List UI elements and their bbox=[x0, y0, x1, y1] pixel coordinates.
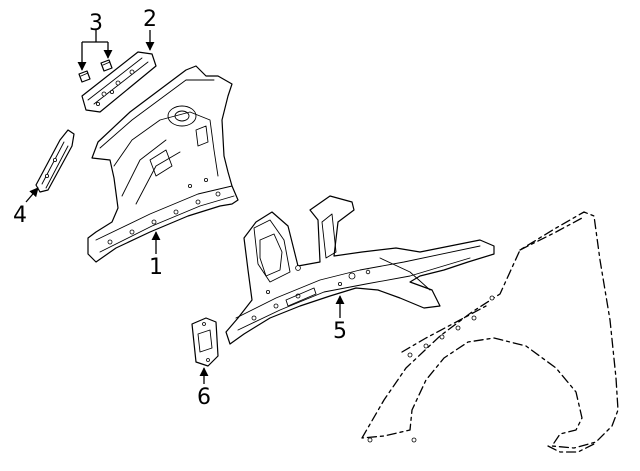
callout-5: 5 bbox=[333, 319, 347, 344]
callout-4: 4 bbox=[13, 203, 27, 228]
leader-lines bbox=[25, 30, 345, 384]
part-5-rail-assembly[interactable] bbox=[225, 195, 495, 345]
callout-1: 1 bbox=[149, 255, 163, 280]
part-2-upper-rail[interactable] bbox=[81, 51, 157, 113]
callout-3: 3 bbox=[89, 11, 103, 36]
part-1-apron-assembly[interactable] bbox=[87, 65, 239, 263]
part-6-plate[interactable] bbox=[191, 317, 219, 367]
callout-6: 6 bbox=[197, 385, 211, 410]
fender-outline bbox=[361, 211, 619, 453]
part-3-clips[interactable] bbox=[78, 59, 113, 83]
callout-2: 2 bbox=[143, 7, 157, 32]
part-4-bracket[interactable] bbox=[35, 129, 75, 193]
